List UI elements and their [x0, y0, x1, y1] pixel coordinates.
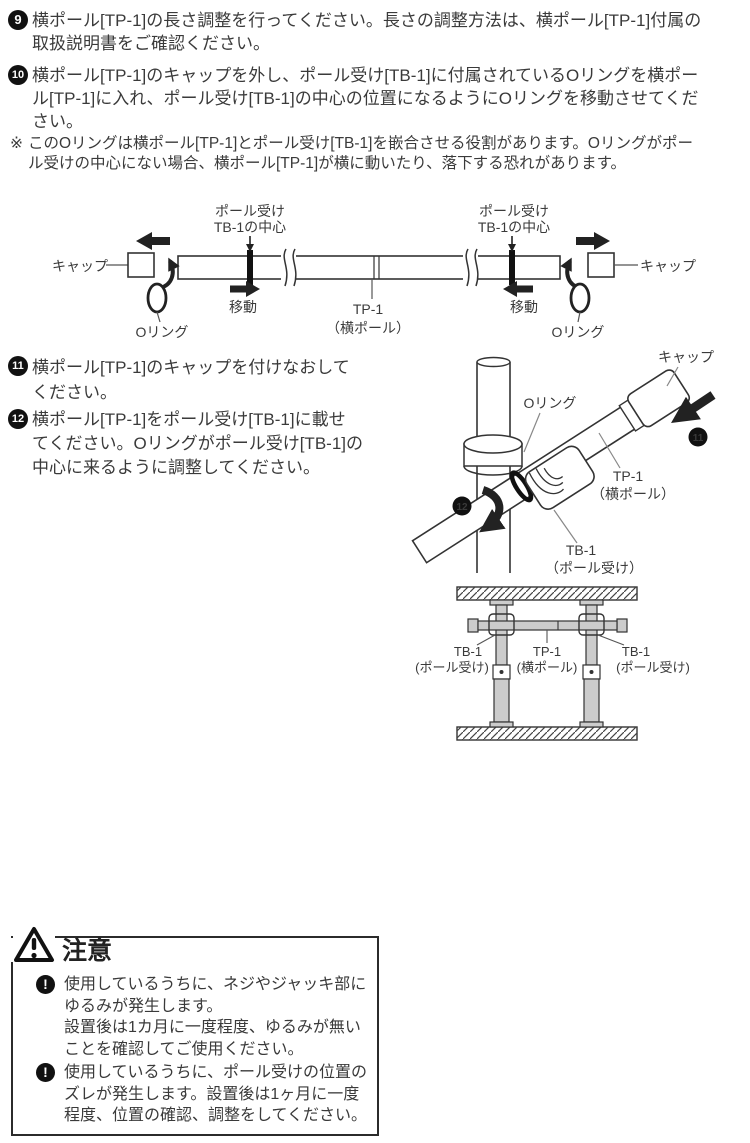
holder-name-label: (ポール受け): [415, 660, 489, 675]
pole-receiver-center-label: TB-1の中心: [214, 219, 286, 235]
step-12-line: てください。Oリングがポール受け[TB-1]の: [32, 434, 363, 453]
step-12-number-badge: 12: [8, 409, 28, 429]
cap-label: キャップ: [640, 258, 696, 274]
pole-adjust-diagram: ポール受け TB-1の中心 ポール受け TB-1の中心 移動 移動 TP-1 （…: [52, 203, 696, 340]
o-ring-icon: [146, 282, 168, 314]
move-label: 移動: [229, 299, 257, 315]
move-label: 移動: [510, 299, 538, 315]
tb1-center-mark-right: [509, 250, 515, 285]
cap-icon: [127, 252, 155, 278]
step-12-badge: 12: [452, 496, 472, 516]
step-9-number-badge: 9: [8, 10, 28, 30]
step-10-line: ル[TP-1]に入れ、ポール受け[TB-1]の中心の位置になるようにOリングを移…: [32, 89, 699, 108]
tb1-collar: [463, 434, 523, 476]
holder-name-label: （ポール受け）: [545, 560, 643, 576]
pole-mount-diagram: 11 12 キャップ Oリング TP-1 （横ポール） TB-1 （ポール受け）: [411, 349, 716, 576]
o-ring-label: Oリング: [136, 324, 189, 340]
pole-name-label: TP-1: [533, 644, 561, 659]
step-10-number-badge: 10: [8, 65, 28, 85]
pole-name-label: (横ポール): [517, 660, 578, 675]
tension-pole-left: [489, 599, 514, 728]
step-11-line: ください。: [32, 383, 117, 402]
caution-box: [11, 936, 379, 1136]
caution-line: 使用しているうちに、ネジやジャッキ部に: [64, 976, 367, 993]
step-12: 12 横ポール[TP-1]をポール受け[TB-1]に載せ てください。Oリングが…: [8, 408, 363, 480]
tension-pole-right: [579, 599, 604, 728]
exclamation-icon: !: [36, 1063, 55, 1082]
down-arrow-icon: [246, 236, 254, 252]
note: ※ このOリングは横ポール[TP-1]とポール受け[TB-1]を嵌合させる役割が…: [10, 134, 693, 174]
step-9: 9 横ポール[TP-1]の長さ調整を行ってください。長さの調整方法は、横ポール[…: [8, 9, 701, 55]
pole-receiver-center-label: TB-1の中心: [478, 219, 550, 235]
assembly-diagram: TB-1 (ポール受け) TP-1 (横ポール) TB-1 (ポール受け): [415, 586, 690, 741]
o-ring-label: Oリング: [524, 395, 577, 411]
step-10-line: 横ポール[TP-1]のキャップを外し、ポール受け[TB-1]に付属されているOリ…: [32, 66, 699, 85]
pole-break-mark: [281, 248, 297, 287]
pole-receiver-center-label: ポール受け: [215, 203, 285, 219]
move-right-arrow-icon: [230, 281, 260, 297]
caution-line: ズレが発生します。設置後は1ヶ月に一度: [64, 1085, 360, 1103]
step-11-badge: 11: [688, 427, 708, 447]
holder-name-label: TB-1: [454, 644, 482, 659]
caution-line: 使用しているうちに、ポール受けの位置の: [64, 1064, 368, 1081]
step-11-line: 横ポール[TP-1]のキャップを付けなおして: [32, 358, 350, 377]
step-11-number-badge: 11: [8, 356, 28, 376]
holder-name-label: TB-1: [622, 644, 650, 659]
step-10-line: さい。: [32, 112, 83, 131]
svg-text:12: 12: [456, 502, 468, 513]
note-line: ル受けの中心にない場合、横ポール[TP-1]が横に動いたり、落下する恐れがありま…: [28, 155, 627, 172]
insert-arrow-icon: [159, 257, 180, 290]
caution-line: ことを確認してご使用ください。: [64, 1040, 304, 1058]
tb1-center-mark-left: [247, 250, 253, 285]
step-10: 10 横ポール[TP-1]のキャップを外し、ポール受け[TB-1]に付属されてい…: [8, 64, 698, 133]
pole-name-label: TP-1: [353, 301, 384, 317]
caution-line: ゆるみが発生します。: [64, 997, 223, 1015]
pole-receiver-center-label: ポール受け: [479, 203, 549, 219]
o-ring-label: Oリング: [552, 324, 605, 340]
exclamation-icon: !: [36, 975, 55, 994]
o-ring-icon: [569, 282, 591, 314]
caution-item: ! 使用しているうちに、ネジやジャッキ部に ゆるみが発生します。 設置後は1カ月…: [36, 974, 366, 1060]
tb1-holder-cup: [524, 445, 595, 510]
outward-arrow-icon: [136, 232, 170, 250]
step-12-line: 横ポール[TP-1]をポール受け[TB-1]に載せ: [32, 410, 346, 429]
cap-label: キャップ: [52, 258, 108, 274]
o-ring-icon: [509, 470, 534, 503]
caution-title: 注意: [62, 937, 113, 965]
move-left-arrow-icon: [503, 281, 533, 297]
note-line: このOリングは横ポール[TP-1]とポール受け[TB-1]を嵌合させる役割があり…: [28, 135, 693, 152]
step-11: 11 横ポール[TP-1]のキャップを付けなおして ください。: [8, 355, 350, 405]
push-arrow-icon: [671, 391, 716, 423]
step-9-line: 横ポール[TP-1]の長さ調整を行ってください。長さの調整方法は、横ポール[TP…: [32, 11, 702, 30]
caution-line: 設置後は1カ月に一度程度、ゆるみが無い: [64, 1019, 361, 1036]
outward-arrow-icon: [576, 232, 610, 250]
horizontal-pole: [177, 255, 561, 280]
pole-name-label: TP-1: [613, 468, 644, 484]
pole-name-label: （横ポール）: [591, 486, 675, 502]
warning-triangle-icon: [14, 927, 54, 962]
note-marker: ※: [10, 135, 23, 152]
step-9-line: 取扱説明書をご確認ください。: [32, 34, 270, 53]
rotate-arrow-icon: [479, 486, 506, 533]
svg-text:11: 11: [693, 433, 704, 444]
cap-icon: [627, 369, 691, 428]
pole-break-mark: [463, 248, 479, 287]
horizontal-pole: [467, 618, 628, 633]
tb1-holder-left: [488, 613, 515, 636]
holder-name-label: (ポール受け): [616, 660, 690, 675]
caution-item: ! 使用しているうちに、ポール受けの位置の ズレが発生します。設置後は1ヶ月に一…: [36, 1062, 367, 1127]
step-12-line: 中心に来るように調整してください。: [32, 458, 320, 477]
caution-line: 程度、位置の確認、調整をしてください。: [64, 1107, 368, 1124]
cap-label: キャップ: [658, 349, 714, 365]
pole-name-label: （横ポール）: [326, 320, 410, 336]
vertical-pole: [476, 356, 511, 573]
cap-icon: [587, 252, 615, 278]
tb1-holder-right: [578, 613, 605, 636]
holder-name-label: TB-1: [566, 542, 597, 558]
down-arrow-icon: [508, 236, 516, 252]
